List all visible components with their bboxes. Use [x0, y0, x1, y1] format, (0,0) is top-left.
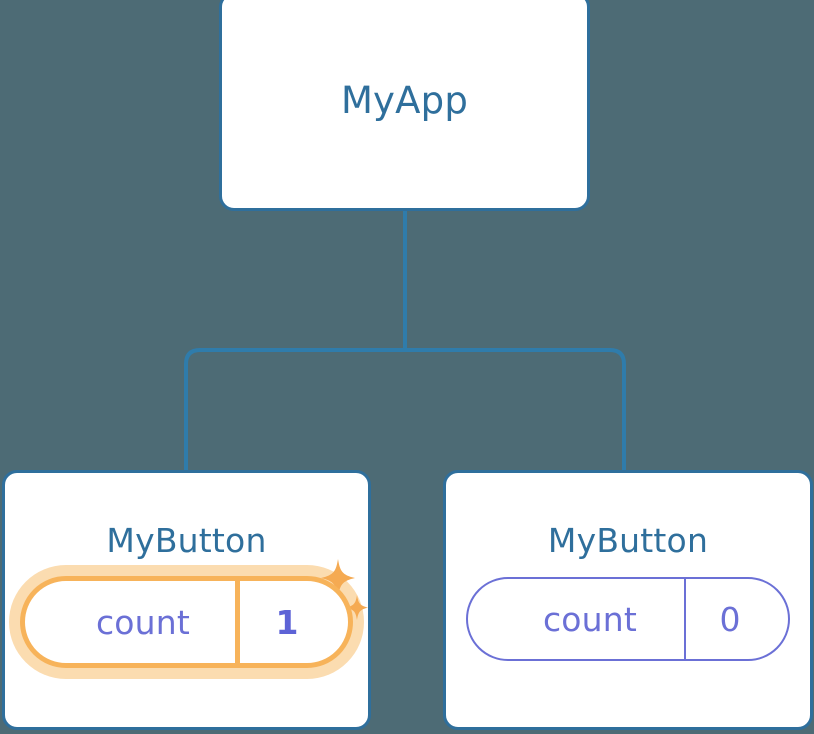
node-myapp-title: MyApp: [340, 79, 469, 122]
state-pill-right-wrap: count 0: [446, 577, 810, 661]
connector-branch-left: [184, 348, 405, 472]
state-value-right: 0: [719, 599, 741, 639]
node-mybutton-left[interactable]: MyButton count 1: [2, 470, 371, 730]
state-value-left: 1: [275, 602, 299, 642]
node-mybutton-right[interactable]: MyButton count 0: [443, 470, 813, 730]
state-pill-divider-right: [684, 579, 686, 659]
node-mybutton-right-title: MyButton: [547, 521, 709, 560]
state-pill-left[interactable]: count 1: [20, 576, 353, 668]
state-pill-right[interactable]: count 0: [466, 577, 790, 661]
node-mybutton-left-title: MyButton: [106, 521, 267, 560]
state-pill-divider-left: [235, 581, 240, 663]
state-key-left: count: [95, 602, 191, 642]
state-pill-left-wrap: count 1: [5, 565, 368, 679]
connector-branch-right: [405, 348, 626, 472]
node-myapp[interactable]: MyApp: [219, 0, 590, 211]
state-key-right: count: [542, 599, 638, 639]
state-pill-glow: count 1: [9, 565, 364, 679]
